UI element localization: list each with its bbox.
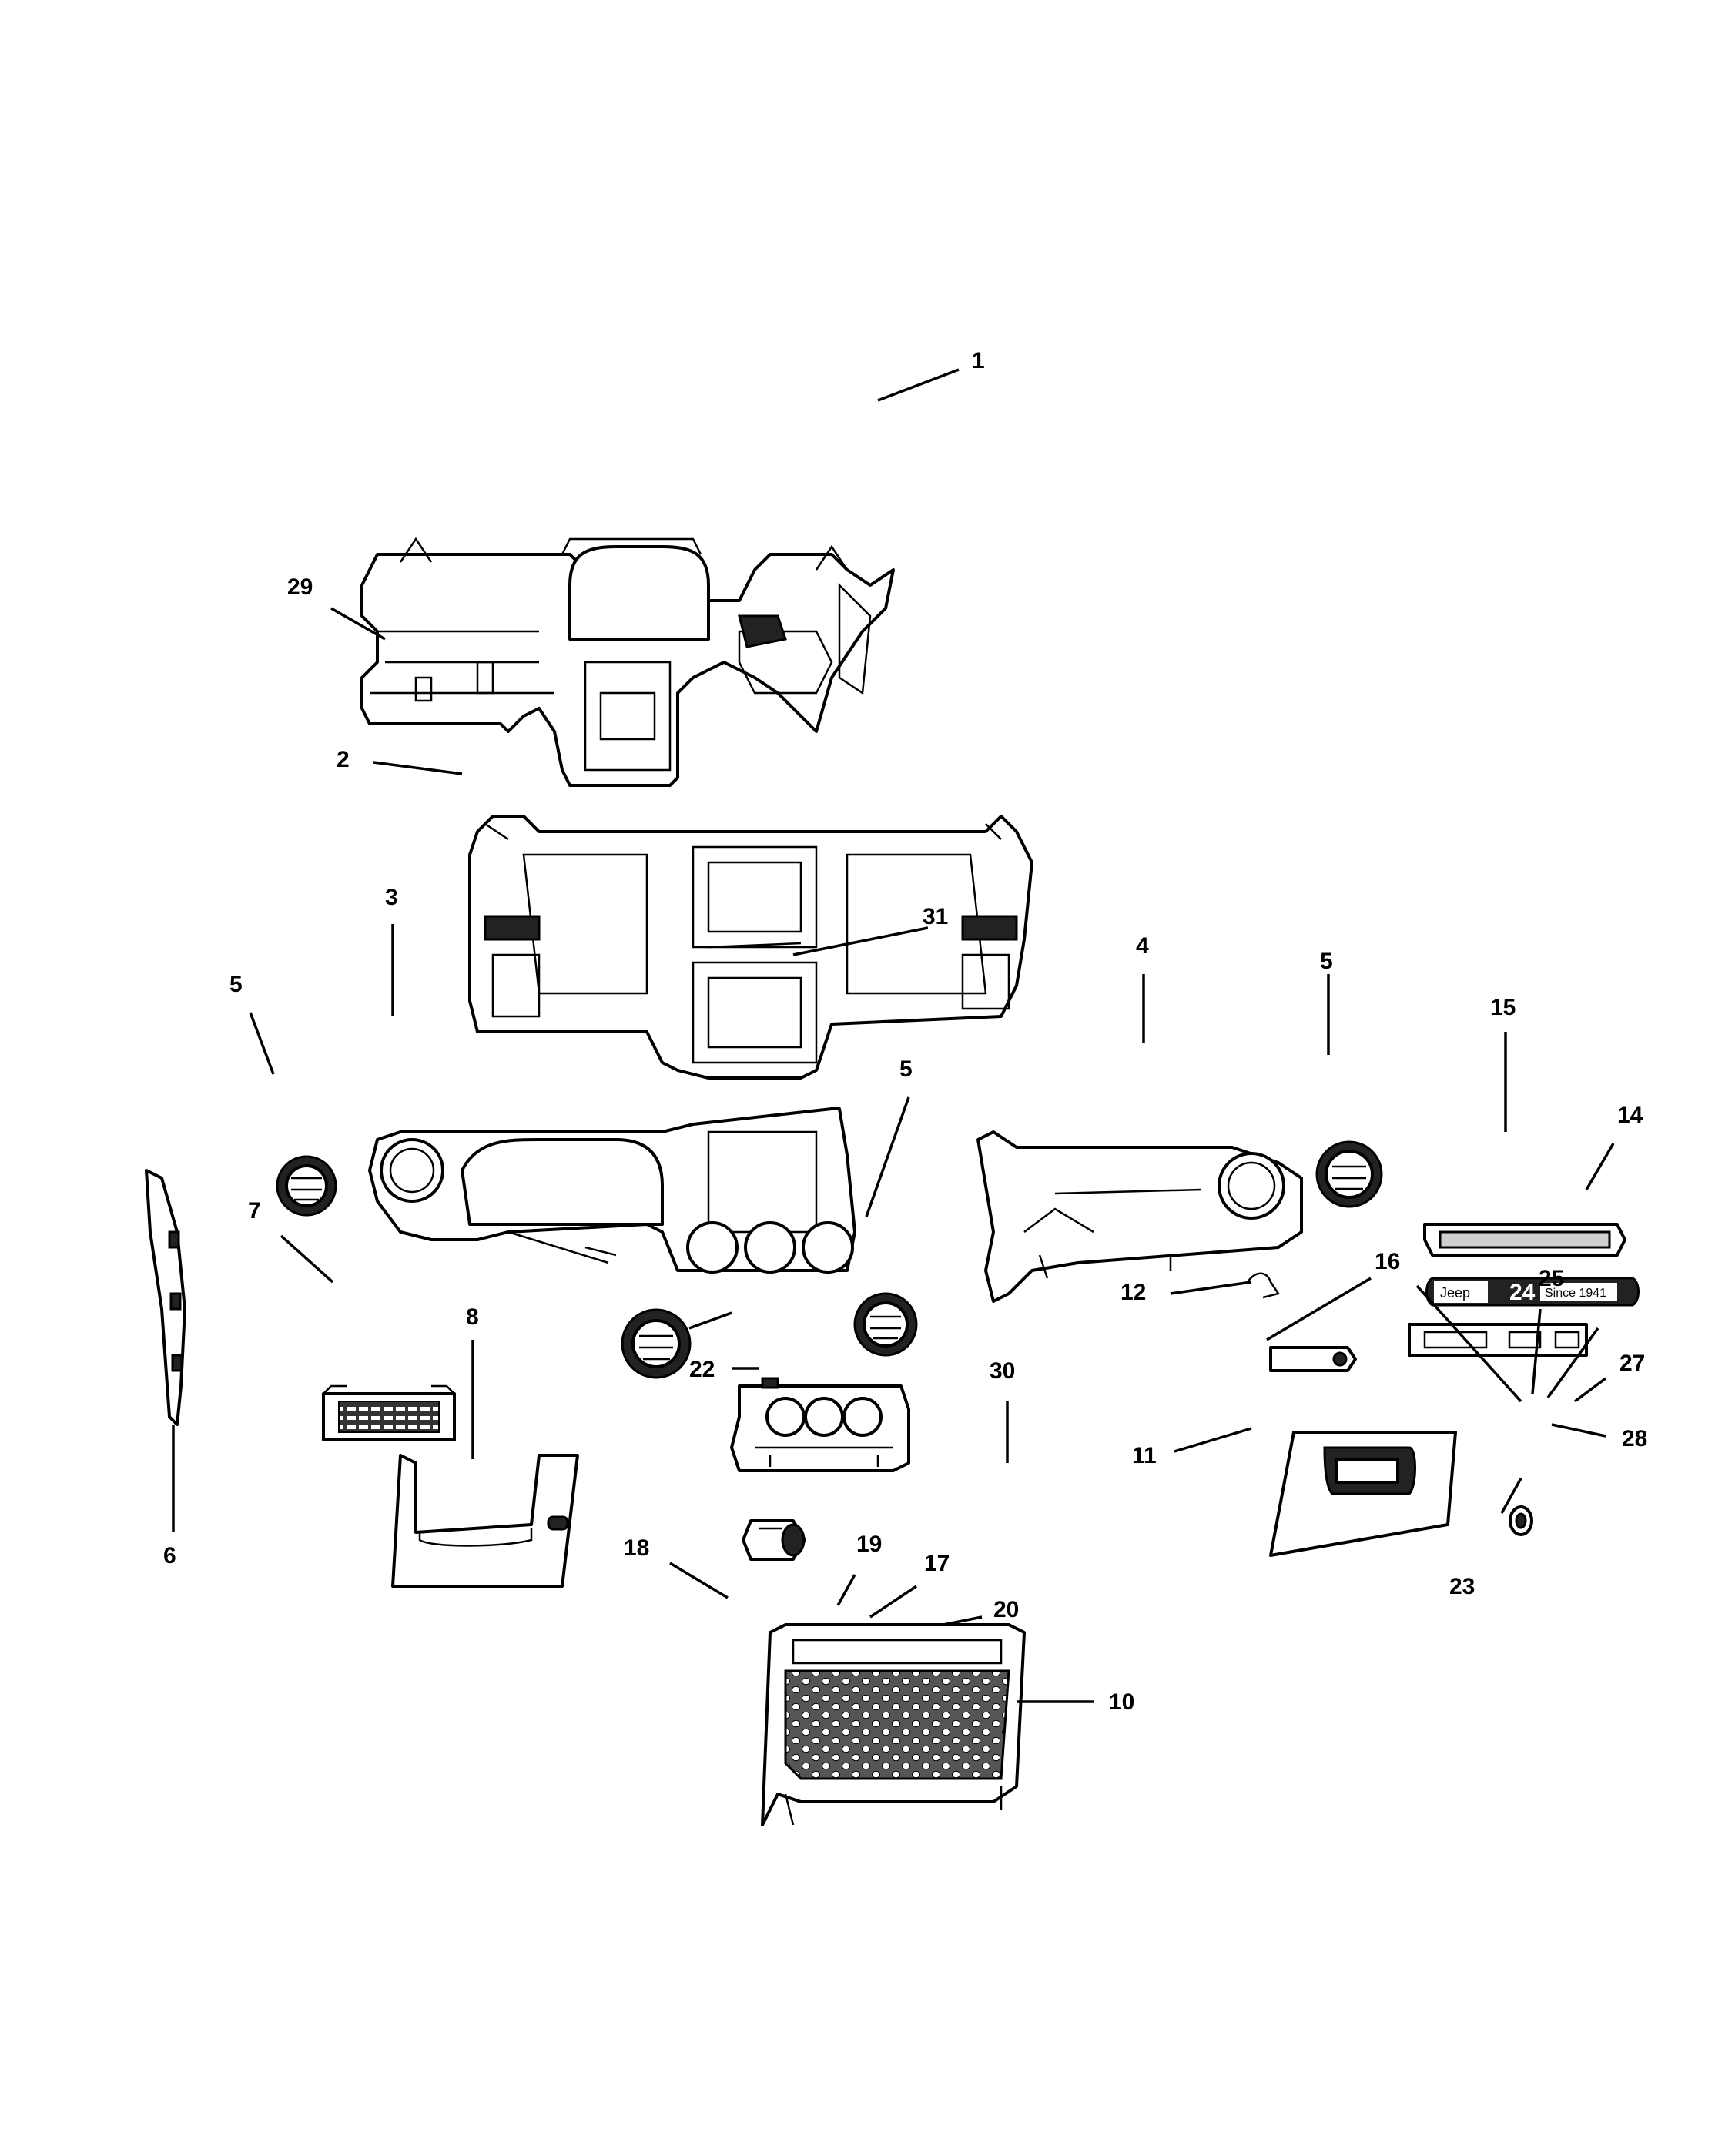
- callout-3: 3: [385, 885, 398, 910]
- lower-trim-panel: [391, 1454, 579, 1588]
- end-cap-trim: [145, 1169, 186, 1426]
- callout-16: 16: [1375, 1249, 1400, 1274]
- storage-bin-mesh: [761, 1623, 1026, 1826]
- callout-1: 1: [972, 348, 985, 373]
- badge-plaque: Jeep 24 Since 1941: [1425, 1277, 1640, 1307]
- retainer-clip: [1246, 1272, 1281, 1299]
- decal-strip: [1408, 1323, 1588, 1357]
- grab-handle: [1423, 1223, 1626, 1257]
- callout-7: 7: [248, 1198, 261, 1224]
- ignition-switch: [742, 1519, 806, 1561]
- callout-17: 17: [924, 1551, 950, 1576]
- callout-15: 15: [1490, 995, 1516, 1020]
- cluster-bezel-trim: [368, 1107, 856, 1274]
- callout-29: 29: [287, 574, 313, 600]
- callout-5-left: 5: [229, 972, 243, 997]
- latch-handle: [1269, 1346, 1357, 1372]
- center-bracket: [708, 942, 802, 949]
- callout-20: 20: [993, 1597, 1019, 1622]
- air-outlet-center-right: [853, 1292, 918, 1357]
- center-stack-bezel: [730, 1377, 910, 1472]
- badge-number: 24: [1509, 1280, 1536, 1305]
- callout-10: 10: [1109, 1689, 1134, 1715]
- callout-25: 25: [1539, 1266, 1564, 1291]
- glove-box-door: [1269, 1431, 1457, 1557]
- callout-2: 2: [337, 747, 350, 772]
- callout-27: 27: [1619, 1351, 1645, 1376]
- badge-since: Since 1941: [1545, 1287, 1606, 1300]
- callout-labels: 1 29 2 3 31 4 5 5 5 15 14 7 16 25 12 8 2…: [163, 348, 1647, 1715]
- cross-car-beam: [360, 537, 895, 787]
- callout-18: 18: [624, 1535, 649, 1561]
- callout-19: 19: [856, 1532, 882, 1557]
- callout-31: 31: [923, 904, 948, 929]
- callout-4: 4: [1136, 933, 1149, 959]
- leader-lines: [172, 368, 1615, 1703]
- callout-14: 14: [1617, 1103, 1643, 1128]
- plug-cap: [1509, 1505, 1533, 1536]
- callout-30: 30: [990, 1358, 1015, 1384]
- callout-28: 28: [1622, 1426, 1647, 1451]
- callout-11: 11: [1132, 1443, 1157, 1468]
- callout-12: 12: [1120, 1280, 1146, 1305]
- callout-6: 6: [163, 1543, 176, 1568]
- air-outlet-left: [276, 1155, 337, 1217]
- callout-23: 23: [1449, 1574, 1475, 1599]
- callout-5-right: 5: [1320, 949, 1333, 974]
- callout-22: 22: [689, 1357, 715, 1382]
- switch-bezel: [322, 1384, 456, 1441]
- callout-8: 8: [466, 1304, 479, 1330]
- passenger-upper-trim: [976, 1130, 1303, 1303]
- air-outlet-right: [1315, 1140, 1383, 1208]
- badge-brand: Jeep: [1440, 1285, 1470, 1301]
- instrument-panel-base: [468, 815, 1033, 1080]
- callout-5-center: 5: [899, 1056, 913, 1082]
- air-outlet-center-left: [621, 1308, 692, 1379]
